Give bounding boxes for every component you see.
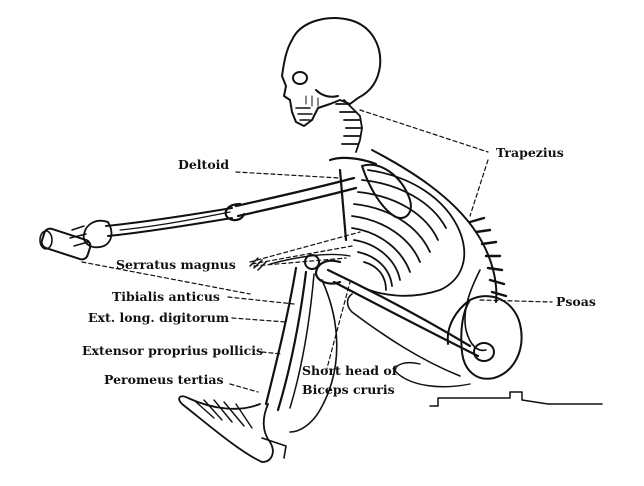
psoas-muscle [465,270,486,350]
hand [40,221,111,261]
label-tibialis-anticus: Tibialis anticus [112,290,220,304]
leader-short-head [326,282,350,372]
leader-ext-long [232,318,286,322]
pelvis [448,296,522,379]
cervical-spine [336,100,362,152]
label-psoas: Psoas [556,295,596,309]
humerus [226,178,356,220]
clavicle [330,158,376,164]
label-short-head-of: Short head of [302,364,397,378]
label-serratus-magnus: Serratus magnus [116,258,236,272]
patella [305,255,319,269]
forearm [106,208,232,236]
floor-line [430,392,602,406]
label-ext-long-digitorum: Ext. long. digitorum [88,311,229,325]
label-peromeus-tertias: Peromeus tertias [104,373,224,387]
foot [179,396,286,462]
label-extensor-proprius-pollicis: Extensor proprius pollicis [82,344,263,358]
leader-trapezius-2 [470,160,488,216]
label-deltoid: Deltoid [178,158,229,172]
leader-peromeus [230,384,258,392]
leader-psoas [480,300,552,302]
femur [316,261,478,356]
skull [282,18,380,126]
leader-tibialis [228,297,294,304]
label-biceps-cruris: Biceps cruris [302,383,395,397]
label-trapezius: Trapezius [496,146,564,160]
leader-deltoid [236,172,340,178]
leader-trapezius-1 [360,110,488,152]
